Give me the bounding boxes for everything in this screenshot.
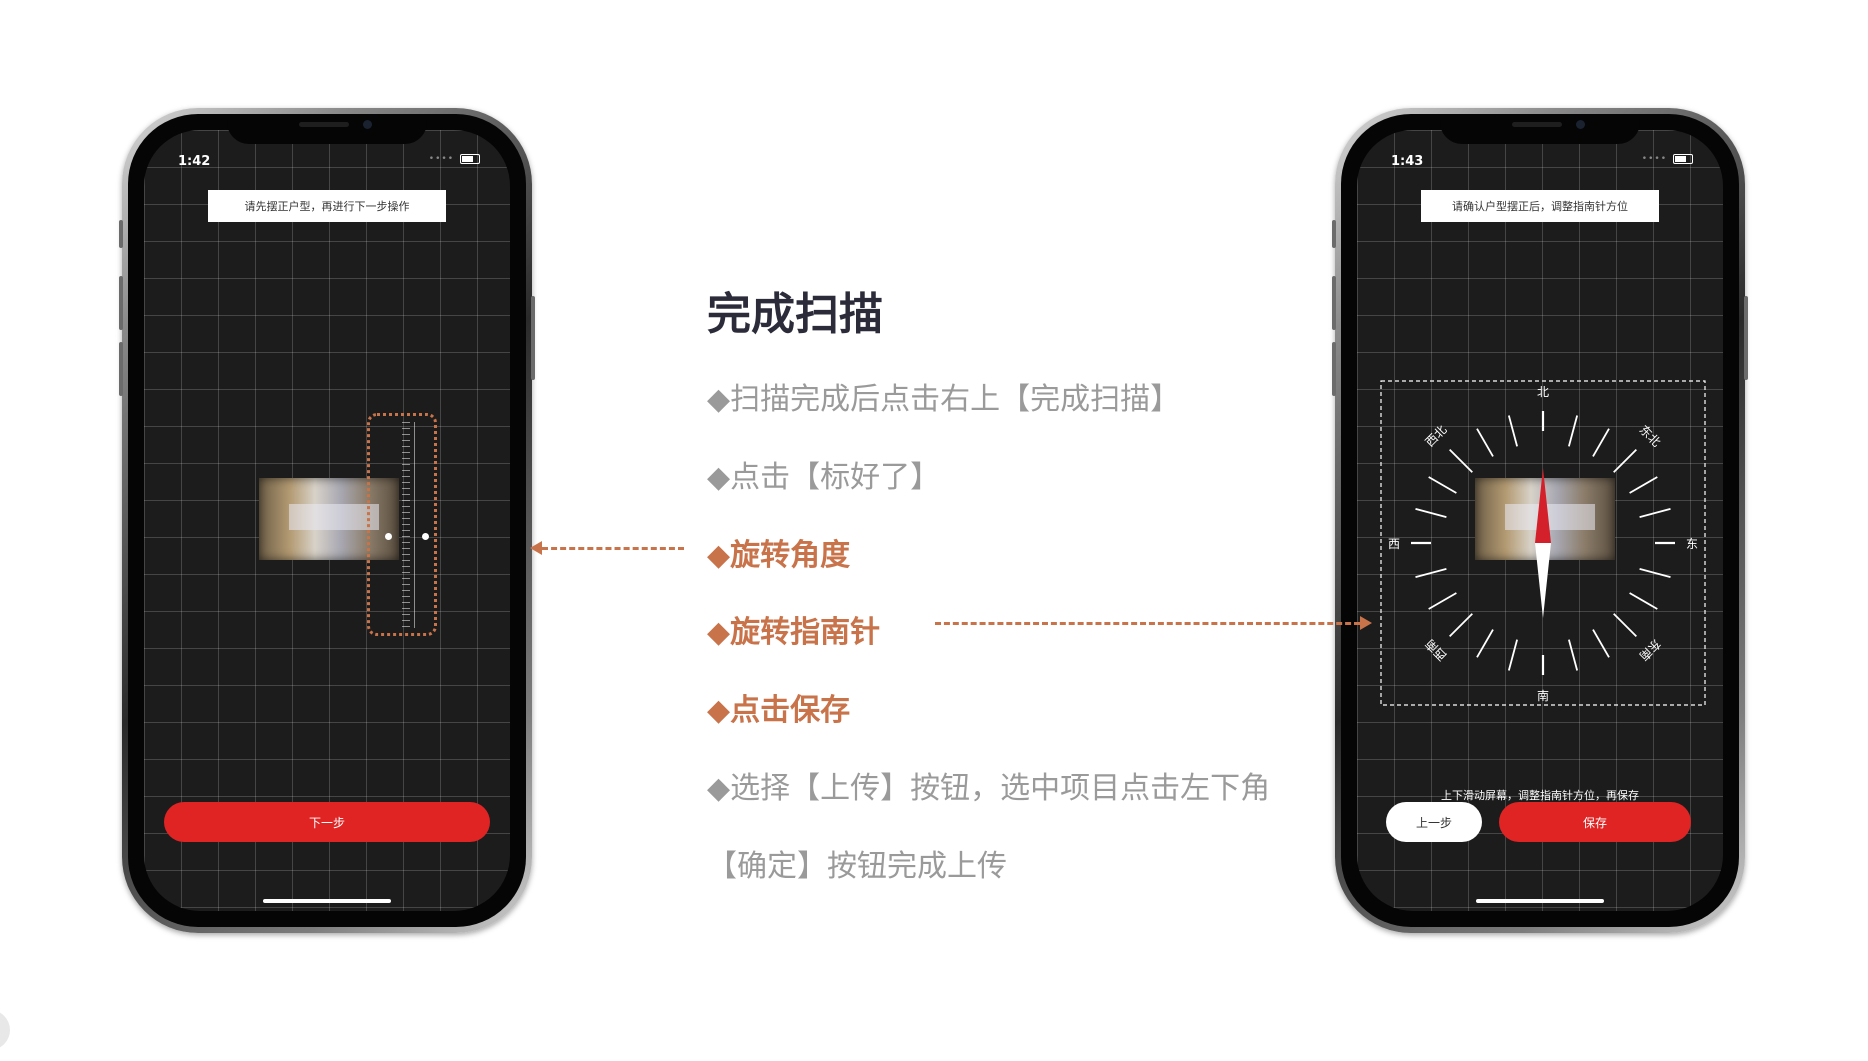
step-confirm-upload: 【确定】按钮完成上传 [707, 849, 1007, 884]
compass-label-west: 西 [1388, 537, 1400, 551]
compass-tick [1568, 415, 1579, 447]
arrow-left-icon [530, 541, 542, 555]
compass-hint: 上下滑动屏幕，调整指南针方位，再保存 [1441, 789, 1639, 802]
camera-icon [363, 120, 372, 129]
speaker-icon [299, 122, 349, 127]
compass-tick [1428, 592, 1457, 610]
camera-icon [1576, 120, 1585, 129]
left-notch [227, 114, 427, 144]
right-phone-power-button [1744, 296, 1748, 380]
compass-tick [1639, 568, 1671, 579]
floorplan-detail [289, 504, 379, 530]
decorative-circle [0, 1010, 10, 1050]
left-phone-volume-up [119, 276, 123, 330]
compass-tick [1449, 613, 1473, 637]
ruler-line [414, 422, 415, 628]
compass-tick [1629, 476, 1658, 494]
step-rotate-angle: ◆旋转角度 [707, 538, 851, 573]
compass-tick [1592, 629, 1610, 658]
compass-frame [1380, 380, 1706, 706]
instructions-title: 完成扫描 [707, 289, 883, 340]
left-floorplan-model[interactable] [259, 478, 399, 560]
compass-label-northwest: 西北 [1423, 423, 1450, 450]
right-phone-bezel: 1:43 •••• 请确认户型摆正后，调整指南针方位 北 南 东 西 东北 西北 [1341, 114, 1739, 927]
left-tip-box: 请先摆正户型，再进行下一步操作 [208, 190, 446, 222]
right-status-time: 1:43 [1391, 154, 1424, 169]
compass-tick [1639, 507, 1671, 518]
speaker-icon [1512, 122, 1562, 127]
signal-icon: •••• [1641, 154, 1667, 164]
right-phone-mute-switch [1332, 220, 1336, 248]
compass-label-south: 南 [1537, 688, 1549, 703]
left-phone: 1:42 •••• 请先摆正户型，再进行下一步操作 下一步 [119, 108, 535, 933]
left-phone-mute-switch [119, 220, 123, 248]
rotation-ruler[interactable] [367, 413, 437, 636]
right-phone-screen: 1:43 •••• 请确认户型摆正后，调整指南针方位 北 南 东 西 东北 西北 [1357, 130, 1723, 911]
compass-tick [1613, 449, 1637, 473]
compass-needle-south [1535, 543, 1551, 618]
compass-tick [1507, 639, 1518, 671]
step-rotate-compass: ◆旋转指南针 [707, 615, 881, 650]
arrow-right-line [935, 622, 1360, 625]
compass-tick [1629, 592, 1658, 610]
compass-tick [1507, 415, 1518, 447]
battery-icon [1673, 154, 1693, 164]
arrow-right-icon [1360, 616, 1372, 630]
left-phone-power-button [531, 296, 535, 380]
signal-icon: •••• [428, 154, 454, 164]
compass-tick [1568, 639, 1579, 671]
compass-dial[interactable]: 北 南 东 西 东北 西北 东南 西南 [1380, 380, 1706, 706]
left-phone-volume-down [119, 342, 123, 396]
compass-tick [1476, 629, 1494, 658]
left-status-icons: •••• [429, 154, 480, 164]
right-status-icons: •••• [1642, 154, 1693, 164]
step-upload: ◆选择【上传】按钮，选中项目点击左下角 [707, 771, 1271, 806]
compass-label-east: 东 [1686, 537, 1698, 551]
left-status-time: 1:42 [178, 154, 211, 169]
ruler-ticks [402, 422, 410, 628]
right-home-indicator [1476, 899, 1604, 903]
right-phone-volume-up [1332, 276, 1336, 330]
right-tip-box: 请确认户型摆正后，调整指南针方位 [1421, 190, 1659, 222]
right-notch [1440, 114, 1640, 144]
compass-tick [1415, 507, 1447, 518]
compass-label-northeast: 东北 [1637, 423, 1664, 450]
left-home-indicator [263, 899, 391, 903]
floorplan-detail [1505, 504, 1595, 530]
compass-tick [1476, 428, 1494, 457]
step-scan-complete: ◆扫描完成后点击右上【完成扫描】 [707, 382, 1181, 417]
next-step-button[interactable]: 下一步 [164, 802, 490, 842]
prev-step-button[interactable]: 上一步 [1386, 802, 1482, 842]
compass-label-southwest: 西南 [1422, 637, 1450, 665]
compass-tick [1613, 613, 1637, 637]
battery-icon [460, 154, 480, 164]
save-button[interactable]: 保存 [1499, 802, 1691, 842]
step-mark-done: ◆点击【标好了】 [707, 460, 941, 495]
compass-tick [1428, 476, 1457, 494]
compass-needle-north [1535, 468, 1551, 543]
step-click-save: ◆点击保存 [707, 693, 851, 728]
compass-label-southeast: 东南 [1637, 637, 1665, 665]
arrow-left-line [542, 547, 684, 550]
compass-label-north: 北 [1537, 385, 1549, 399]
compass-ticks [1411, 411, 1675, 675]
right-phone: 1:43 •••• 请确认户型摆正后，调整指南针方位 北 南 东 西 东北 西北 [1332, 108, 1748, 933]
compass-tick [1449, 449, 1473, 473]
compass-tick [1592, 428, 1610, 457]
left-phone-bezel: 1:42 •••• 请先摆正户型，再进行下一步操作 下一步 [128, 114, 526, 927]
ruler-marker-left[interactable] [385, 533, 392, 540]
compass-tick [1415, 568, 1447, 579]
left-phone-screen: 1:42 •••• 请先摆正户型，再进行下一步操作 下一步 [144, 130, 510, 911]
ruler-marker-right[interactable] [422, 533, 429, 540]
right-phone-volume-down [1332, 342, 1336, 396]
